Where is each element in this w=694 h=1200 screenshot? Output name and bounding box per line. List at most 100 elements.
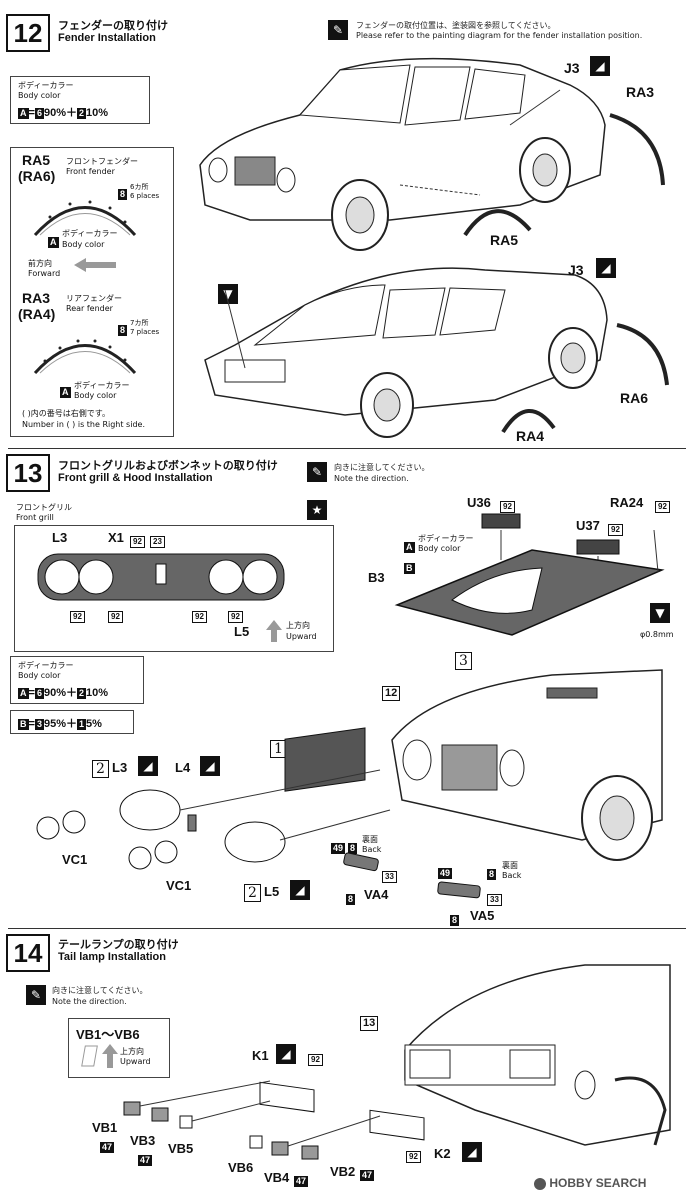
- front-fender-drawing: [33, 200, 137, 237]
- k2-color: 92: [406, 1146, 421, 1164]
- rear-color-letter: A: [60, 387, 71, 398]
- grill-color-92b: 92: [108, 606, 123, 624]
- part-u37: U37: [576, 518, 600, 533]
- percent-90: 90%＋: [43, 107, 77, 119]
- upward-jp: 上方向: [286, 621, 310, 630]
- part-vb2: VB2: [330, 1164, 356, 1179]
- front-fender-en: Front fender: [66, 167, 115, 176]
- va5-color-33: 33: [487, 889, 502, 907]
- front-places-jp: 6カ所: [130, 183, 149, 191]
- front-glue-badge: 8: [118, 189, 128, 200]
- drill-size: φ0.8mm: [640, 630, 674, 639]
- percent-10: 10%: [86, 107, 109, 119]
- vb4-color: 47: [294, 1176, 309, 1187]
- divider-13-14: [8, 928, 686, 929]
- va5-color-49: 49: [438, 868, 453, 879]
- color-code-6: 6: [34, 688, 44, 699]
- rear-fender-part: RA3: [22, 290, 51, 306]
- grill-assembly-drawing: [36, 727, 391, 870]
- color-code-6: 6: [34, 108, 44, 119]
- front-fender-part: RA5: [22, 152, 51, 168]
- hood-color-a-en: Body color: [418, 544, 461, 553]
- part-ra5: RA5: [490, 232, 519, 248]
- va4-lamp-drawing: [343, 852, 379, 872]
- front-color-en: Body color: [62, 240, 105, 249]
- part-k2: K2: [434, 1146, 451, 1161]
- right-side-note-jp: ( )内の番号は右側です。: [22, 409, 110, 418]
- bodycolor-en-12: Body color: [18, 91, 61, 100]
- glue-cement-icon: ◢: [590, 56, 610, 76]
- color-code-3: 3: [34, 719, 44, 730]
- rear-places-en: 7 places: [130, 328, 160, 336]
- part-b3: B3: [368, 570, 385, 585]
- rear-color-en: Body color: [74, 391, 117, 400]
- upward-en: Upward: [286, 632, 317, 641]
- hood-color-b: B: [404, 563, 415, 574]
- grill-l3: L3: [52, 530, 68, 545]
- rear-fender-drawing: [33, 339, 137, 375]
- part-l4: L4: [175, 760, 191, 775]
- hood-color-a-jp: ボディーカラー: [418, 534, 474, 543]
- vb-upward-jp: 上方向: [120, 1047, 144, 1056]
- car-front-drawing-13: [391, 669, 663, 861]
- part-ra6: RA6: [620, 390, 649, 406]
- watermark-logo-icon: [534, 1177, 546, 1190]
- va5-lamp-drawing: [437, 881, 481, 899]
- vb3-color: 47: [138, 1155, 153, 1166]
- front-fender-jp: フロントフェンダー: [66, 157, 138, 166]
- color-letter-a: A: [18, 108, 29, 119]
- color-letter-a: A: [18, 688, 29, 699]
- rear-fender-jp: リアフェンダー: [66, 294, 122, 303]
- glue-cement-icon: ◢: [138, 756, 158, 776]
- sub-assembly-2-l5: 2: [244, 884, 261, 902]
- step13-note-en: Note the direction.: [334, 474, 409, 483]
- color-code-2: 2: [76, 688, 86, 699]
- step14-title-en: Tail lamp Installation: [58, 951, 166, 963]
- bodycolor-box-13b: [10, 710, 134, 734]
- step-number-14: 14: [6, 934, 50, 972]
- percent-90: 90%＋: [43, 687, 77, 699]
- star-icon: ★: [307, 500, 327, 520]
- vb-upward-en: Upward: [120, 1057, 151, 1066]
- u37-color: 92: [608, 519, 623, 537]
- step14-note-jp: 向きに注意してください。: [52, 986, 148, 995]
- va5-color-8: 8: [487, 869, 497, 880]
- front-places: 6カ所 6 places: [130, 182, 159, 200]
- va4-color-49: 49: [331, 843, 346, 854]
- car-rear-three-quarter-drawing: [204, 267, 608, 438]
- part-va4: VA4: [364, 887, 389, 902]
- ra3-fender-drawing: [609, 113, 665, 186]
- va5-back-jp: 裏面: [502, 861, 518, 870]
- color-code-2: 2: [76, 108, 86, 119]
- step13-title-en: Front grill & Hood Installation: [58, 472, 213, 484]
- percent-5: 5%: [86, 718, 102, 730]
- step12-note-en: Please refer to the painting diagram for…: [356, 31, 643, 40]
- va5-back-en: Back: [502, 871, 522, 880]
- va4-color-8: 8: [348, 843, 358, 854]
- rear-places-jp: 7カ所: [130, 319, 149, 327]
- ref-step-12: 12: [382, 683, 401, 701]
- part-vb6: VB6: [228, 1160, 254, 1175]
- vb2-color: 47: [360, 1170, 375, 1181]
- front-places-en: 6 places: [130, 192, 160, 200]
- k1-color: 92: [308, 1049, 323, 1067]
- va4-back-jp: 裏面: [362, 835, 378, 844]
- part-l5: L5: [264, 884, 280, 899]
- upward-arrow-icon: [266, 620, 282, 642]
- grill-x1: X1: [108, 530, 124, 545]
- part-ra4: RA4: [516, 428, 545, 444]
- part-k1: K1: [252, 1048, 269, 1063]
- hood-parts-drawing: [394, 513, 665, 636]
- front-grill-jp: フロントグリル: [16, 503, 72, 512]
- glue-cement-icon: ◢: [596, 258, 616, 278]
- part-vc1-top: VC1: [62, 852, 88, 867]
- step12-note-jp: フェンダーの取付位置は、塗装図を参照してください。: [356, 21, 556, 30]
- forward-jp: 前方向: [28, 259, 52, 268]
- bodycolor-box-13: [10, 656, 144, 704]
- ref-step-13: 13: [360, 1013, 379, 1031]
- va5-color-8b: 8: [450, 915, 460, 926]
- part-vc1-bottom: VC1: [166, 878, 192, 893]
- grill-color-92d: 92: [228, 606, 243, 624]
- part-j3-top: J3: [564, 60, 580, 76]
